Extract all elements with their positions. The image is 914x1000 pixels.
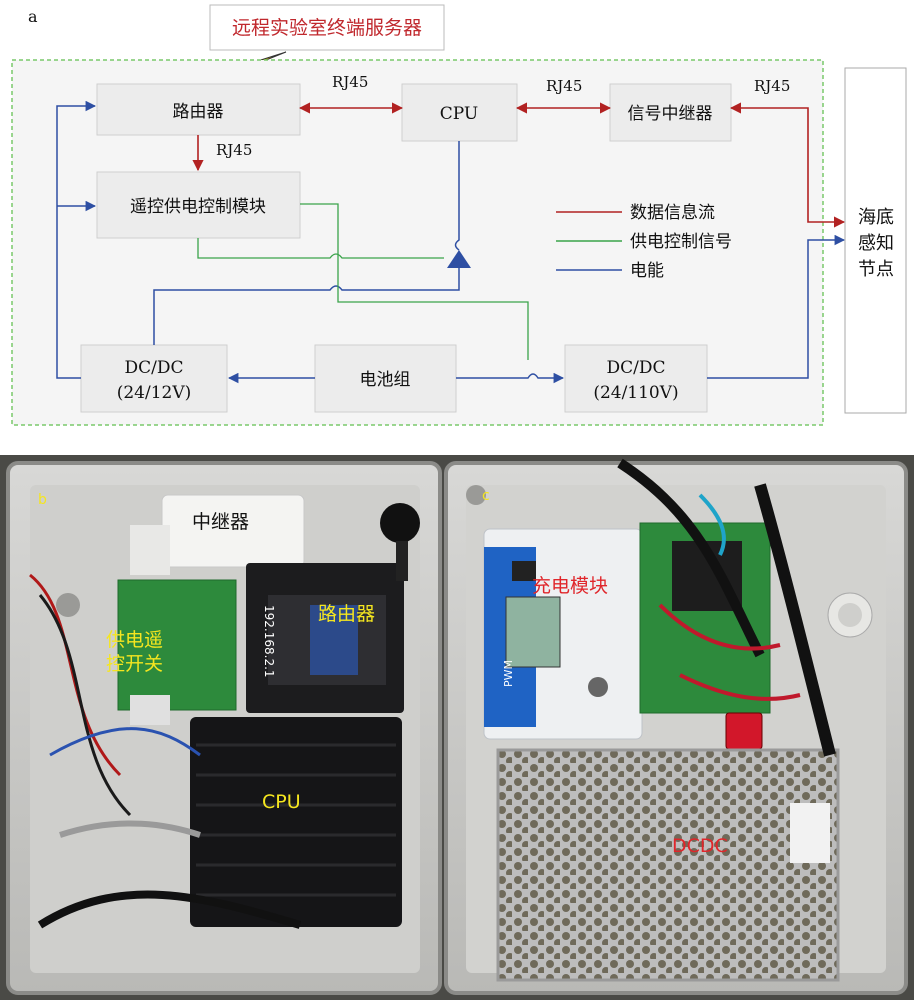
legend-power-label: 电能 [630,261,664,281]
control-to-cpu-switch [197,238,444,259]
legend-data-label: 数据信息流 [630,203,715,223]
switch-to-cpu [454,141,460,251]
photo-dcdc-label: DCDC [672,835,728,857]
photo-repeater-label: 中继器 [192,511,250,533]
rj45-router-control: RJ45 [216,141,252,159]
control-to-dcdc-right [300,203,529,360]
power-control-box [96,171,301,239]
photo-router-ip: 192.168.2.1 [262,605,276,678]
seafloor-node-line3: 节点 [858,259,894,280]
legend-control-label: 供电控制信号 [630,232,732,252]
power-to-cpu-switch [153,268,460,345]
dcdc-left-line1: DC/DC [124,358,183,378]
cpu-box-label: CPU [440,104,478,124]
photo-charger-brand: PWM [502,659,515,687]
remote-server-label: 远程实验室终端服务器 [232,17,422,39]
router-box-label: 路由器 [173,102,224,122]
panel-a-label: a [28,7,38,26]
photo-charger-label: 充电模块 [532,575,609,597]
photo-switch-label-line1: 供电遥 [106,629,164,651]
cpu-box [401,83,518,142]
dcdc-left-line2: (24/12V) [117,383,192,403]
hardware-photo: b c 中继器 路由器 192.168.2.1 供电遥 控开关 CPU 充电模块… [0,455,914,1000]
panel-b-label: b [38,492,47,508]
seafloor-node-line1: 海底 [858,207,894,228]
photo-cpu-label: CPU [262,791,301,813]
remote-server-box [209,4,445,51]
rj45-cpu-repeater: RJ45 [546,77,582,95]
battery-box-label: 电池组 [360,370,411,390]
rj45-router-cpu: RJ45 [332,73,368,91]
power-control-box-label: 遥控供电控制模块 [130,197,266,217]
battery-to-dcdc-right [456,372,565,384]
repeater-node-link [729,102,846,228]
seafloor-node-line2: 感知 [858,233,894,254]
dcdc-right-line2: (24/110V) [593,383,678,403]
router-box [96,83,301,136]
power-to-node [707,234,846,379]
photo-switch-label-line2: 控开关 [106,653,164,675]
panel-c-label: c [482,488,490,504]
system-block-diagram: a 远程实验室终端服务器 海底 感知 节点 路由器 CPU 信号中继器 遥控供电… [11,4,907,426]
dcdc-right-line1: DC/DC [606,358,665,378]
photo-illustration [0,455,914,1000]
power-switch-symbol [447,250,471,268]
repeater-box-label: 信号中继器 [628,104,713,124]
photo-router-label: 路由器 [318,603,376,625]
repeater-box [609,83,732,142]
dcdc-right-box [564,344,708,413]
power-to-router [56,100,97,379]
rj45-repeater-node: RJ45 [754,77,790,95]
dcdc-left-box [80,344,228,413]
